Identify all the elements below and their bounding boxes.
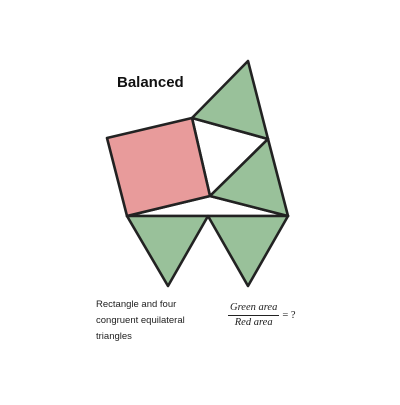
ratio-fraction: Green area Red area xyxy=(228,302,280,329)
fraction-bar xyxy=(228,315,280,316)
caption-line: triangles xyxy=(96,331,132,342)
caption-line: Rectangle and four xyxy=(96,299,177,310)
green-triangle-top xyxy=(190,59,270,141)
formula-equals-question: = ? xyxy=(282,310,296,321)
green-triangle-bottom-right xyxy=(206,214,290,288)
ratio-formula: Green area Red area = ? xyxy=(228,302,296,329)
puzzle-caption: Rectangle and four congruent equilateral… xyxy=(96,297,236,345)
green-triangle-bottom-left xyxy=(125,214,210,288)
formula-denominator: Red area xyxy=(234,317,273,328)
green-triangle-middle xyxy=(208,137,290,218)
formula-numerator: Green area xyxy=(230,302,278,313)
caption-line: congruent equilateral xyxy=(96,315,185,326)
puzzle-title: Balanced xyxy=(117,74,184,91)
